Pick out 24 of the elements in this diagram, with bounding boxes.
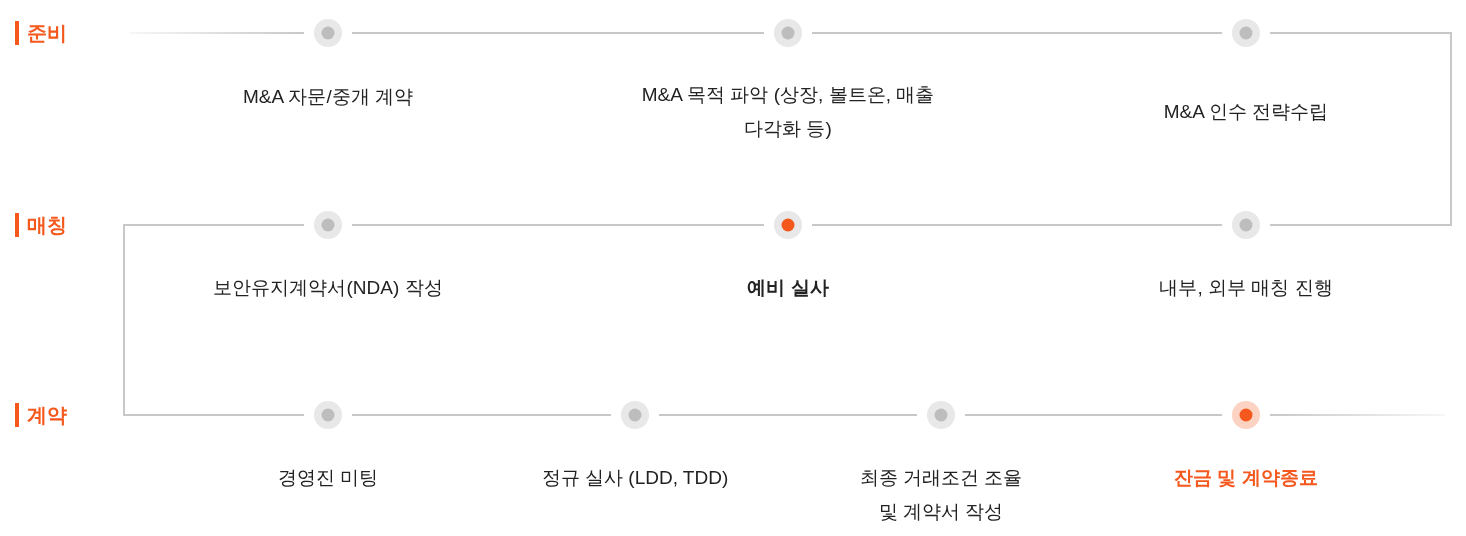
connector-line: [811, 32, 1223, 34]
connector-line: [964, 414, 1223, 416]
step-label: M&A 인수 전략수립: [1162, 100, 1330, 124]
connector-line: [1269, 414, 1446, 416]
connector-line: [129, 32, 305, 34]
stage-label: 매칭: [15, 213, 67, 237]
stage-label: 계약: [15, 403, 67, 427]
connector-line: [123, 224, 305, 416]
step-label: 경영진 미팅: [276, 466, 380, 490]
step-label: 보안유지계약서(NDA) 작성: [212, 276, 444, 300]
connector-line: [811, 224, 1223, 226]
step-label: 내부, 외부 매칭 진행: [1158, 276, 1334, 300]
connector-line: [351, 224, 765, 226]
step-label: M&A 자문/중개 계약: [242, 85, 414, 109]
stage-label: 준비: [15, 21, 67, 45]
connector-line: [351, 32, 765, 34]
connector-line: [351, 414, 612, 416]
step-label: 예비 실사: [746, 276, 830, 300]
connector-line: [658, 414, 918, 416]
step-label: M&A 목적 파악 (상장, 볼트온, 매출다각화 등): [640, 83, 936, 141]
connector-line: [1269, 32, 1452, 226]
step-label: 잔금 및 계약종료: [1173, 466, 1319, 490]
step-label: 정규 실사 (LDD, TDD): [540, 466, 730, 490]
step-label: 최종 거래조건 조율 및 계약서 작성: [858, 466, 1024, 524]
